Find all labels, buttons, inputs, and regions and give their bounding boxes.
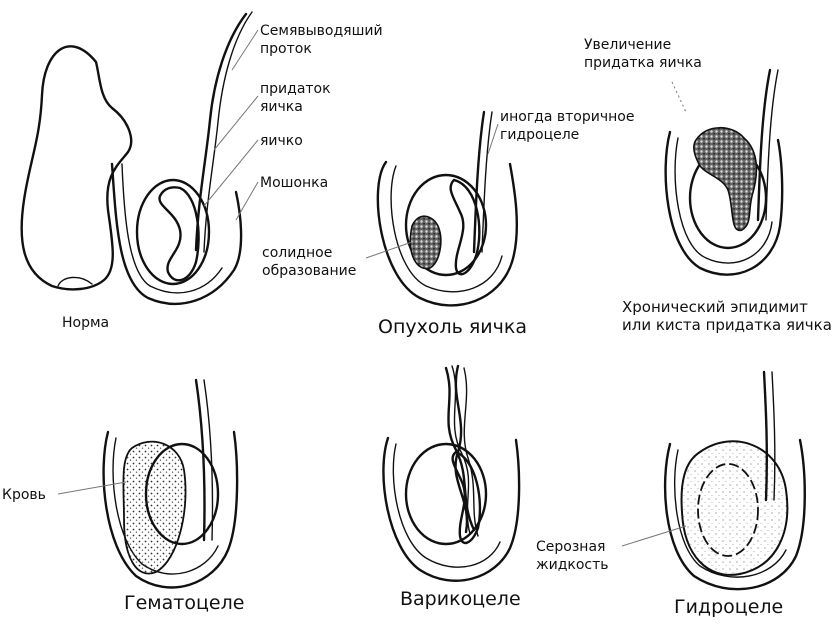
hematocele-vas-deferens [194, 378, 206, 542]
label-epididymis-enlargement: Увеличение придатка яичка [584, 37, 702, 71]
label-solid-mass: солидное образование [262, 245, 357, 279]
label-serous-fluid: Серозная жидкость [536, 539, 609, 573]
hydrocele-testis [697, 463, 759, 557]
normal-testis [135, 178, 211, 286]
label-scrotum: Мошонка [260, 175, 329, 191]
title-hydrocele: Гидроцеле [674, 596, 784, 618]
label-secondary-hydrocele: иногда вторичное гидроцеле [500, 109, 635, 143]
tumor-epididymis [449, 178, 481, 276]
varicocele-testis [404, 442, 488, 546]
label-vas-deferens: Семявыводяший проток [260, 23, 383, 57]
title-epididymitis: Хронический эпидимит или киста придатка … [622, 298, 832, 334]
varicocele-scrotum-outline [382, 436, 521, 582]
hydrocele-scrotum-outline [663, 438, 806, 591]
serous-fluid [680, 440, 789, 576]
solid-mass [409, 215, 442, 270]
normal-panel-drawing [20, 11, 259, 306]
tumor-panel-drawing [365, 110, 519, 307]
label-testis: яичко [260, 133, 303, 149]
normal-vas-deferens [194, 12, 248, 252]
varicocele-panel-drawing [382, 364, 521, 582]
hematocele-scrotum-outline [102, 430, 239, 589]
title-hematocele: Гематоцеле [124, 592, 245, 614]
epididymitis-vas-deferens [756, 68, 772, 222]
epididymitis-scrotum-outline [664, 130, 784, 276]
label-epididymis: придаток яичка [260, 81, 331, 115]
varicose-veins [444, 364, 479, 537]
normal-scrotum-outline [110, 162, 243, 306]
title-normal: Норма [62, 315, 110, 331]
enlarged-epididymis [693, 126, 758, 231]
hydrocele-panel-drawing [621, 370, 806, 591]
normal-epididymis [158, 186, 200, 282]
hematocele-panel-drawing [57, 378, 239, 589]
varicocele-epididymis [451, 450, 482, 545]
tumor-vas-deferens [472, 110, 486, 254]
title-tumor: Опухоль яичка [378, 316, 527, 338]
tumor-testis [404, 173, 488, 277]
title-varicocele: Варикоцеле [400, 588, 521, 610]
label-blood: Кровь [2, 487, 46, 503]
epididymitis-panel-drawing [664, 68, 784, 276]
penis-outline [20, 45, 133, 291]
hematocele-testis [144, 442, 220, 546]
hydrocele-vas-deferens [762, 370, 769, 502]
tumor-scrotum-outline [376, 160, 519, 307]
